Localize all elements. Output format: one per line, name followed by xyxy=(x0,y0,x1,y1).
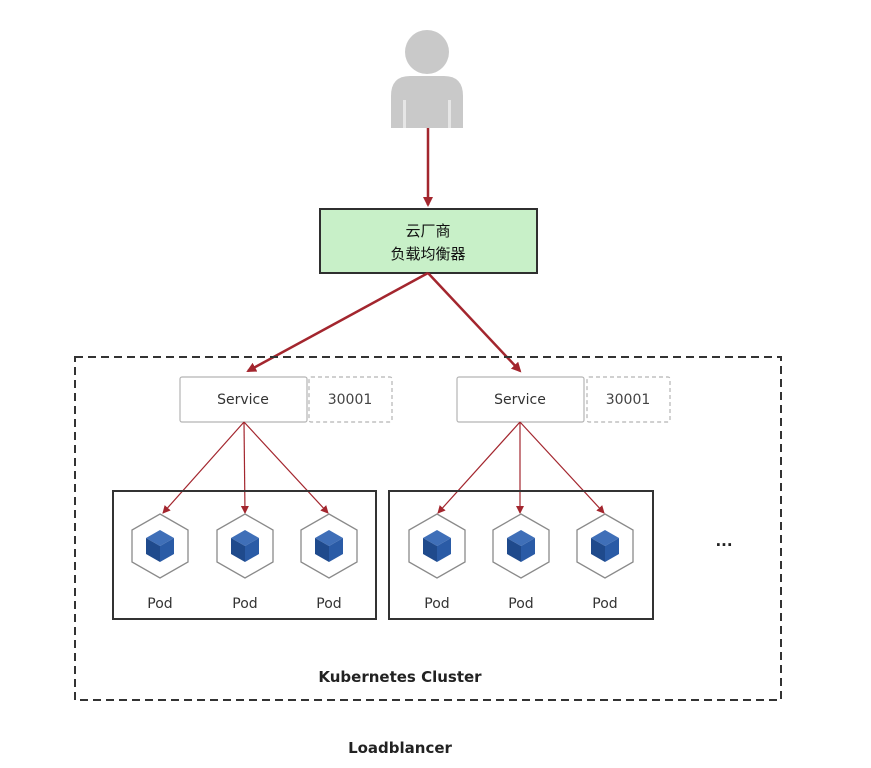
pod: Pod xyxy=(408,513,466,612)
lb-to-service-2-arrow xyxy=(427,272,522,373)
pod-group-box xyxy=(112,490,377,620)
load-balancer-box: 云厂商 负载均衡器 xyxy=(319,208,538,274)
pod-label: Pod xyxy=(592,596,617,612)
service-label: Service xyxy=(494,392,546,408)
service-to-pod-arrow xyxy=(437,421,521,514)
service-to-pod-arrow xyxy=(243,421,329,514)
pod-label: Pod xyxy=(147,596,172,612)
lb-label-line1: 云厂商 xyxy=(405,222,450,240)
pod-label: Pod xyxy=(508,596,533,612)
pod: Pod xyxy=(300,513,358,612)
service-group-2: Service 30001 Pod Pod Pod xyxy=(388,376,671,620)
port-box xyxy=(308,376,393,423)
user-icon xyxy=(391,30,463,128)
port-label: 30001 xyxy=(606,392,651,408)
pod-label: Pod xyxy=(232,596,257,612)
pod-label: Pod xyxy=(316,596,341,612)
pod: Pod xyxy=(131,513,189,612)
service-group-1: Service 30001 Pod Pod Pod xyxy=(112,376,393,620)
port-label: 30001 xyxy=(328,392,373,408)
service-to-pod-arrow xyxy=(240,421,249,514)
service-label: Service xyxy=(217,392,269,408)
cluster-boundary xyxy=(74,356,782,701)
service-to-pod-arrow xyxy=(519,421,605,514)
cluster-label: Kubernetes Cluster xyxy=(318,668,482,686)
lb-label-line2: 负载均衡器 xyxy=(390,245,465,263)
pod: Pod xyxy=(492,513,550,612)
port-box xyxy=(586,376,671,423)
diagram-caption: Loadblancer xyxy=(348,739,452,757)
lb-to-service-1-arrow xyxy=(246,271,429,373)
more-pods-ellipsis: ... xyxy=(715,532,732,550)
pod: Pod xyxy=(216,513,274,612)
pod-group-box xyxy=(388,490,654,620)
service-to-pod-arrow xyxy=(162,421,245,514)
pod: Pod xyxy=(576,513,634,612)
pod-label: Pod xyxy=(424,596,449,612)
